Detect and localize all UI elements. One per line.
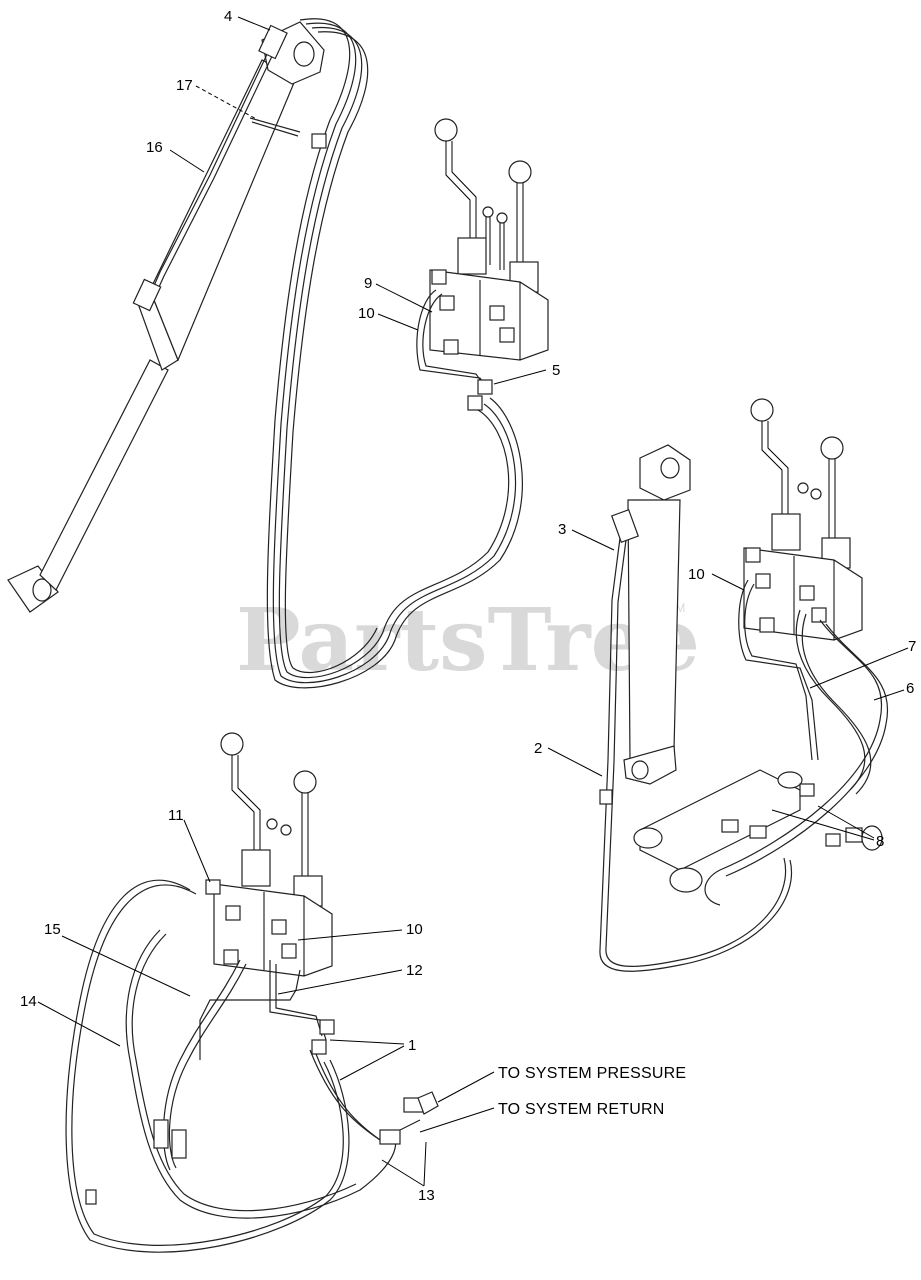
label-system-pressure: TO SYSTEM PRESSURE: [498, 1065, 686, 1082]
callout-8: 8: [876, 833, 884, 850]
cylinder-assembly-right: [599, 444, 792, 972]
callout-16: 16: [146, 139, 163, 156]
callout-7: 7: [908, 638, 916, 655]
hose-bundle-bottom: [65, 879, 439, 1253]
callout-17: 17: [176, 77, 193, 94]
callout-labels: 4 17 16 9 10 5 3 10 7 6 2 8 11 15 10 12 …: [20, 8, 916, 1204]
callout-2: 2: [534, 740, 542, 757]
callout-5: 5: [552, 362, 560, 379]
callout-11: 11: [168, 807, 184, 824]
control-valve-lower: [205, 732, 333, 977]
callout-4: 4: [224, 8, 232, 25]
callout-10-lower: 10: [406, 921, 423, 938]
callout-1: 1: [408, 1037, 416, 1054]
control-valve-upper: [416, 118, 549, 411]
callout-10-upper: 10: [358, 305, 375, 322]
leader-lines: [37, 16, 909, 1187]
callout-3: 3: [558, 521, 566, 538]
control-valve-right: [633, 398, 889, 906]
callout-10-right: 10: [688, 566, 705, 583]
callout-13: 13: [418, 1187, 435, 1204]
cylinder-assembly-top: [7, 21, 325, 613]
watermark-brand: PartsTree: [236, 590, 700, 691]
hose-bundle-top: [266, 18, 523, 689]
callout-15: 15: [44, 921, 61, 938]
callout-9: 9: [364, 275, 372, 292]
label-system-return: TO SYSTEM RETURN: [498, 1101, 664, 1118]
callout-14: 14: [20, 993, 37, 1010]
system-labels: TO SYSTEM PRESSURE TO SYSTEM RETURN: [498, 1065, 686, 1118]
callout-12: 12: [406, 962, 423, 979]
callout-6: 6: [906, 680, 914, 697]
